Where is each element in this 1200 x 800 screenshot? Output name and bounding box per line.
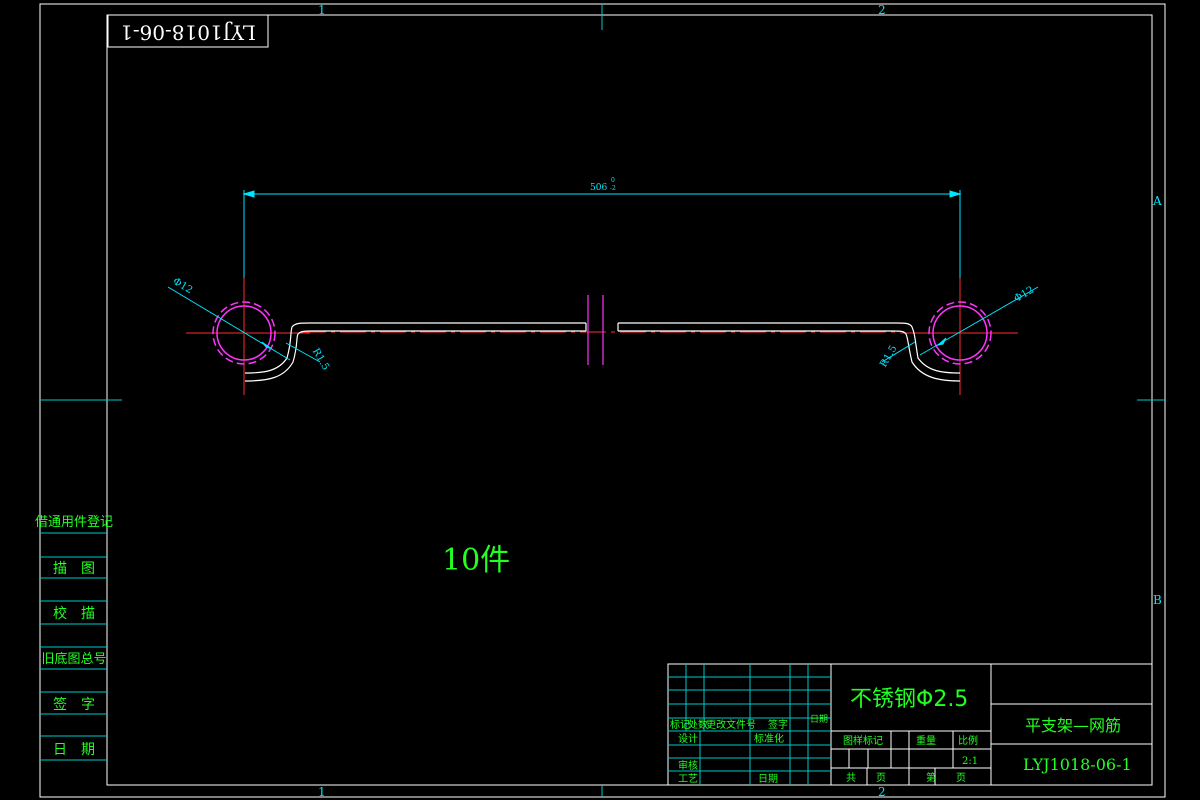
label-scale: 比例 — [958, 734, 978, 747]
right-eye-inner — [932, 305, 988, 361]
rev-header-date: 日期 — [810, 714, 828, 725]
mirrored-drawing-number: LYJ1018-06-1 — [120, 21, 256, 45]
mirrored-number-box — [107, 14, 269, 48]
material-text: 不锈钢Φ2.5 — [850, 687, 968, 712]
label-sheet-number: 第 页 — [926, 771, 966, 784]
left-column-row-1: 描 图 — [53, 561, 95, 577]
zone-label-top-right: 2 — [878, 3, 886, 17]
diameter-leaders — [167, 286, 1039, 363]
part-name-text: 平支架—网筋 — [1025, 716, 1121, 735]
right-diameter-label: Φ12 — [1012, 285, 1036, 305]
left-diameter-label: Φ12 — [171, 276, 195, 296]
quantity-note: 10件 — [442, 543, 510, 578]
inner-border — [106, 14, 1153, 786]
title-block-grid — [667, 663, 1153, 786]
left-column-header: 借通用件登记 — [35, 515, 113, 530]
length-dimension — [242, 190, 962, 278]
left-eye-outer — [212, 301, 276, 365]
label-total-sheets: 共 页 — [846, 772, 886, 784]
eye-circles — [212, 301, 992, 365]
zone-label-right-lower: B — [1153, 593, 1162, 607]
length-tol-lower: -2 — [610, 185, 616, 192]
left-column-row-3: 旧底图总号 — [41, 651, 106, 667]
length-value: 506 — [590, 183, 607, 193]
label-date: 日期 — [758, 773, 778, 785]
wire-part — [244, 322, 961, 382]
title-drawing-number: LYJ1018-06-1 — [1023, 755, 1132, 774]
zone-label-right-upper: A — [1152, 194, 1162, 208]
zone-ticks — [40, 4, 1165, 797]
left-radius-label: R1.5 — [310, 347, 331, 373]
drawing-frame — [39, 3, 1166, 798]
left-column-row-4: 签 字 — [53, 696, 95, 713]
rev-header-doc: 更改文件号 — [706, 718, 756, 731]
rev-header-mark: 标记 — [670, 719, 690, 731]
revision-grid — [668, 664, 831, 785]
label-process: 工艺 — [678, 773, 698, 785]
label-standardization: 标准化 — [754, 732, 784, 745]
left-column-grid — [40, 399, 107, 761]
outer-border — [39, 3, 1166, 798]
scale-value: 2:1 — [962, 756, 978, 767]
label-weight: 重量 — [916, 734, 936, 747]
length-tol-upper: 0 — [611, 177, 615, 184]
rev-header-count: 处数 — [688, 718, 708, 731]
label-stage-mark: 图样标记 — [843, 734, 883, 747]
right-radius-label: R1.5 — [878, 344, 899, 370]
left-column-row-5: 日 期 — [53, 742, 95, 758]
zone-label-bottom-left: 1 — [318, 785, 326, 799]
rev-header-sign: 签字 — [768, 718, 788, 731]
centerlines — [186, 278, 1018, 395]
label-design: 设计 — [678, 732, 698, 745]
left-column-row-2: 校 描 — [53, 605, 95, 622]
left-eye-inner — [216, 305, 272, 361]
zone-label-bottom-right: 2 — [878, 785, 886, 799]
zone-label-top-left: 1 — [318, 3, 326, 17]
break-marks — [587, 295, 604, 365]
right-eye-outer — [928, 301, 992, 365]
label-review: 审核 — [678, 759, 698, 772]
